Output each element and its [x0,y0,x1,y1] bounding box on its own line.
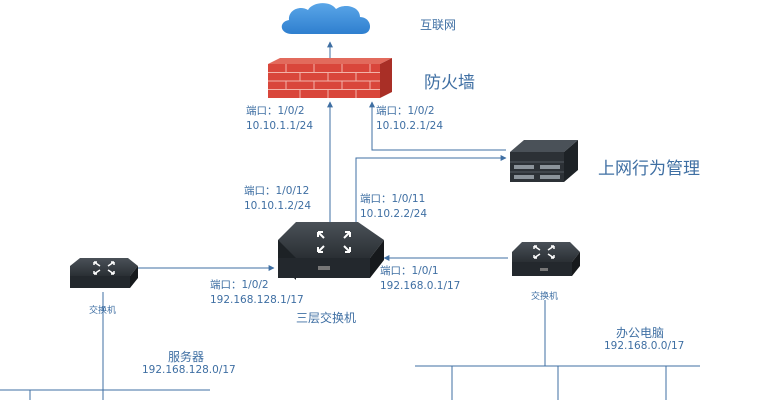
servers-subnet: 192.168.128.0/17 [142,364,236,376]
core-port-up-left-port: 端口：1/0/12 [244,185,310,197]
fw-port-right: 端口：1/0/2 10.10.2.1/24 [376,104,443,134]
servers-label: 服务器 [168,350,205,364]
link-core-behavior [355,155,507,222]
core-port-up-right: 端口：1/0/11 10.10.2.2/24 [360,192,427,222]
left-switch-icon [70,258,138,288]
core-port-up-right-port: 端口：1/0/11 [360,193,426,205]
fw-port-left-port: 端口：1/0/2 [246,105,305,117]
core-switch-icon [278,222,384,280]
behavior-mgmt-label: 上网行为管理 [598,159,700,179]
cloud-icon [281,3,371,35]
link-behavior-firewall [369,101,506,151]
core-switch-label: 三层交换机 [296,311,357,325]
right-switch-icon [512,242,580,276]
fw-port-left-ip: 10.10.1.1/24 [246,120,313,132]
server-appliance-icon [510,140,578,182]
internet-label: 互联网 [420,18,457,32]
core-port-left-ip: 192.168.128.1/17 [210,294,304,306]
firewall-icon [268,58,392,98]
core-port-up-left: 端口：1/0/12 10.10.1.2/24 [244,184,311,214]
office-label: 办公电脑 [616,326,665,340]
fw-port-right-ip: 10.10.2.1/24 [376,120,443,132]
left-switch-label: 交换机 [89,306,117,316]
fw-port-left: 端口：1/0/2 10.10.1.1/24 [246,104,313,134]
core-port-right-ip: 192.168.0.1/17 [380,280,461,292]
core-port-left-port: 端口：1/0/2 [210,279,269,291]
core-port-up-right-ip: 10.10.2.2/24 [360,208,427,220]
core-port-right-port: 端口：1/0/1 [380,265,439,277]
firewall-label: 防火墙 [424,73,475,93]
core-port-left: 端口：1/0/2 192.168.128.1/17 [210,278,304,308]
right-switch-label: 交换机 [531,292,559,302]
core-port-right: 端口：1/0/1 192.168.0.1/17 [380,264,460,294]
connections [0,41,700,400]
office-subnet: 192.168.0.0/17 [604,340,685,352]
core-port-up-left-ip: 10.10.1.2/24 [244,200,311,212]
fw-port-right-port: 端口：1/0/2 [376,105,435,117]
